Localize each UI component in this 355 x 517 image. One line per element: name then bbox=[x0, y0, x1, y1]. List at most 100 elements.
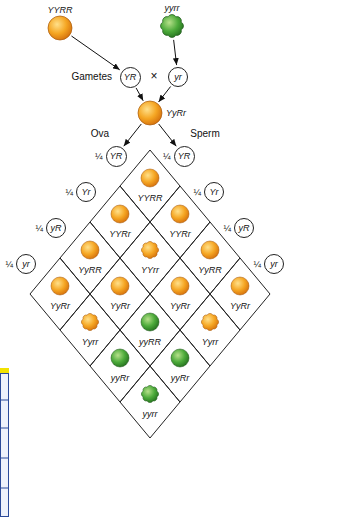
punnett-cell: YYrr bbox=[120, 222, 180, 294]
genotype-label: YYRR bbox=[48, 5, 73, 15]
cell-outline bbox=[150, 186, 210, 258]
round-yellow-pea bbox=[201, 241, 219, 259]
allele-label: yR bbox=[239, 223, 250, 233]
punnett-cell: YYRR bbox=[120, 150, 180, 222]
cell-outline bbox=[90, 330, 150, 402]
wrinkled-yellow-pea bbox=[81, 313, 98, 330]
cell-outline bbox=[180, 222, 240, 294]
genotype-label: YYRR bbox=[137, 193, 162, 203]
cell-outline bbox=[60, 222, 120, 294]
cell-outline bbox=[60, 294, 120, 366]
text-label: Gametes bbox=[71, 71, 112, 83]
genotype-label: yyrr bbox=[165, 3, 180, 13]
cell-outline bbox=[120, 150, 180, 222]
cell-outline bbox=[180, 294, 240, 366]
fraction-label: ¼ bbox=[35, 223, 43, 233]
allele-label: YR bbox=[110, 151, 123, 161]
allele-label: yr bbox=[174, 72, 182, 82]
cell-outline bbox=[180, 222, 240, 294]
allele-label: YR bbox=[124, 72, 137, 82]
slide-edge-fragment bbox=[0, 428, 9, 429]
genotype-label: yyrr bbox=[143, 409, 158, 419]
cell-outline bbox=[120, 294, 180, 366]
slide-edge-fragment bbox=[0, 458, 9, 459]
slide-edge-fragment bbox=[1, 374, 9, 517]
allele-label: Yr bbox=[82, 187, 91, 197]
wrinkled-yellow-pea bbox=[201, 313, 218, 330]
text-label: Ova bbox=[91, 128, 109, 140]
fraction-label: ¼ bbox=[253, 259, 261, 269]
punnett-cell: Yyrr bbox=[60, 294, 120, 366]
wrinkled-yellow-pea bbox=[141, 241, 158, 258]
fraction-label: ¼ bbox=[223, 223, 231, 233]
genotype-label: YyRr bbox=[230, 301, 250, 311]
punnett-cell: YyRr bbox=[150, 258, 210, 330]
allele-label: yr bbox=[22, 259, 30, 269]
round-yellow-pea bbox=[141, 169, 159, 187]
genotype-label: YYRr bbox=[109, 229, 131, 239]
cell-outline bbox=[150, 258, 210, 330]
cell-outline bbox=[120, 294, 180, 366]
allele-label: Yr bbox=[210, 187, 219, 197]
genotype-label: YyRR bbox=[78, 265, 102, 275]
genotype-label: YYRr bbox=[169, 229, 191, 239]
round-yellow-pea bbox=[138, 101, 162, 125]
genotype-label: YyRr bbox=[110, 301, 130, 311]
fraction-label: ¼ bbox=[95, 151, 103, 161]
genotype-label: YyRr bbox=[170, 301, 190, 311]
fraction-label: ¼ bbox=[5, 259, 13, 269]
genotype-label: YyRR bbox=[198, 265, 222, 275]
ovum-gamete: ¼yr bbox=[16, 254, 36, 274]
cell-outline bbox=[120, 150, 180, 222]
punnett-cell: YyRR bbox=[60, 222, 120, 294]
cell-outline bbox=[150, 258, 210, 330]
ovum-gamete: ¼YR bbox=[106, 146, 127, 167]
arrow-connector bbox=[174, 40, 177, 65]
round-green-pea bbox=[141, 313, 159, 331]
punnett-cell: yyrr bbox=[120, 366, 180, 438]
cell-outline bbox=[90, 258, 150, 330]
allele-label: YR bbox=[178, 151, 191, 161]
punnett-cell: Yyrr bbox=[180, 294, 240, 366]
fraction-label: ¼ bbox=[163, 151, 171, 161]
cell-outline bbox=[30, 258, 90, 330]
round-yellow-pea bbox=[111, 277, 129, 295]
cell-outline bbox=[150, 186, 210, 258]
cell-outline bbox=[120, 366, 180, 438]
cell-outline bbox=[120, 222, 180, 294]
arrow-connector bbox=[159, 124, 177, 146]
fraction-label: ¼ bbox=[193, 187, 201, 197]
parent-pea: YYRR bbox=[48, 16, 72, 40]
gamete-circle: YR bbox=[120, 67, 141, 88]
round-yellow-pea bbox=[171, 205, 189, 223]
punnett-cell: yyRR bbox=[120, 294, 180, 366]
genotype-label: YYrr bbox=[141, 265, 159, 275]
arrow-connector bbox=[136, 88, 143, 101]
genotype-label: yyRr bbox=[171, 373, 190, 383]
cell-outline bbox=[60, 222, 120, 294]
sperm-gamete: ¼YR bbox=[174, 146, 195, 167]
punnett-cell: yyRr bbox=[90, 330, 150, 402]
round-yellow-pea bbox=[171, 277, 189, 295]
punnett-cell: YYRr bbox=[90, 186, 150, 258]
cell-outline bbox=[120, 366, 180, 438]
genotype-label: yyRr bbox=[111, 373, 130, 383]
genotype-label: YyRr bbox=[166, 108, 186, 118]
round-green-pea bbox=[111, 349, 129, 367]
round-yellow-pea bbox=[81, 241, 99, 259]
cell-outline bbox=[90, 258, 150, 330]
text-label: × bbox=[150, 70, 157, 84]
cell-outline bbox=[210, 258, 270, 330]
fraction-label: ¼ bbox=[65, 187, 73, 197]
allele-label: yR bbox=[51, 223, 62, 233]
ovum-gamete: ¼Yr bbox=[76, 182, 96, 202]
cell-outline bbox=[120, 222, 180, 294]
punnett-cell: YyRr bbox=[210, 258, 270, 330]
genotype-label: YyRr bbox=[50, 301, 70, 311]
wrinkled-green-pea bbox=[161, 15, 184, 38]
arrow-connector bbox=[71, 36, 119, 70]
cell-outline bbox=[60, 294, 120, 366]
cell-outline bbox=[150, 330, 210, 402]
cell-outline bbox=[180, 294, 240, 366]
hybrid-pea: YyRr bbox=[138, 101, 162, 125]
